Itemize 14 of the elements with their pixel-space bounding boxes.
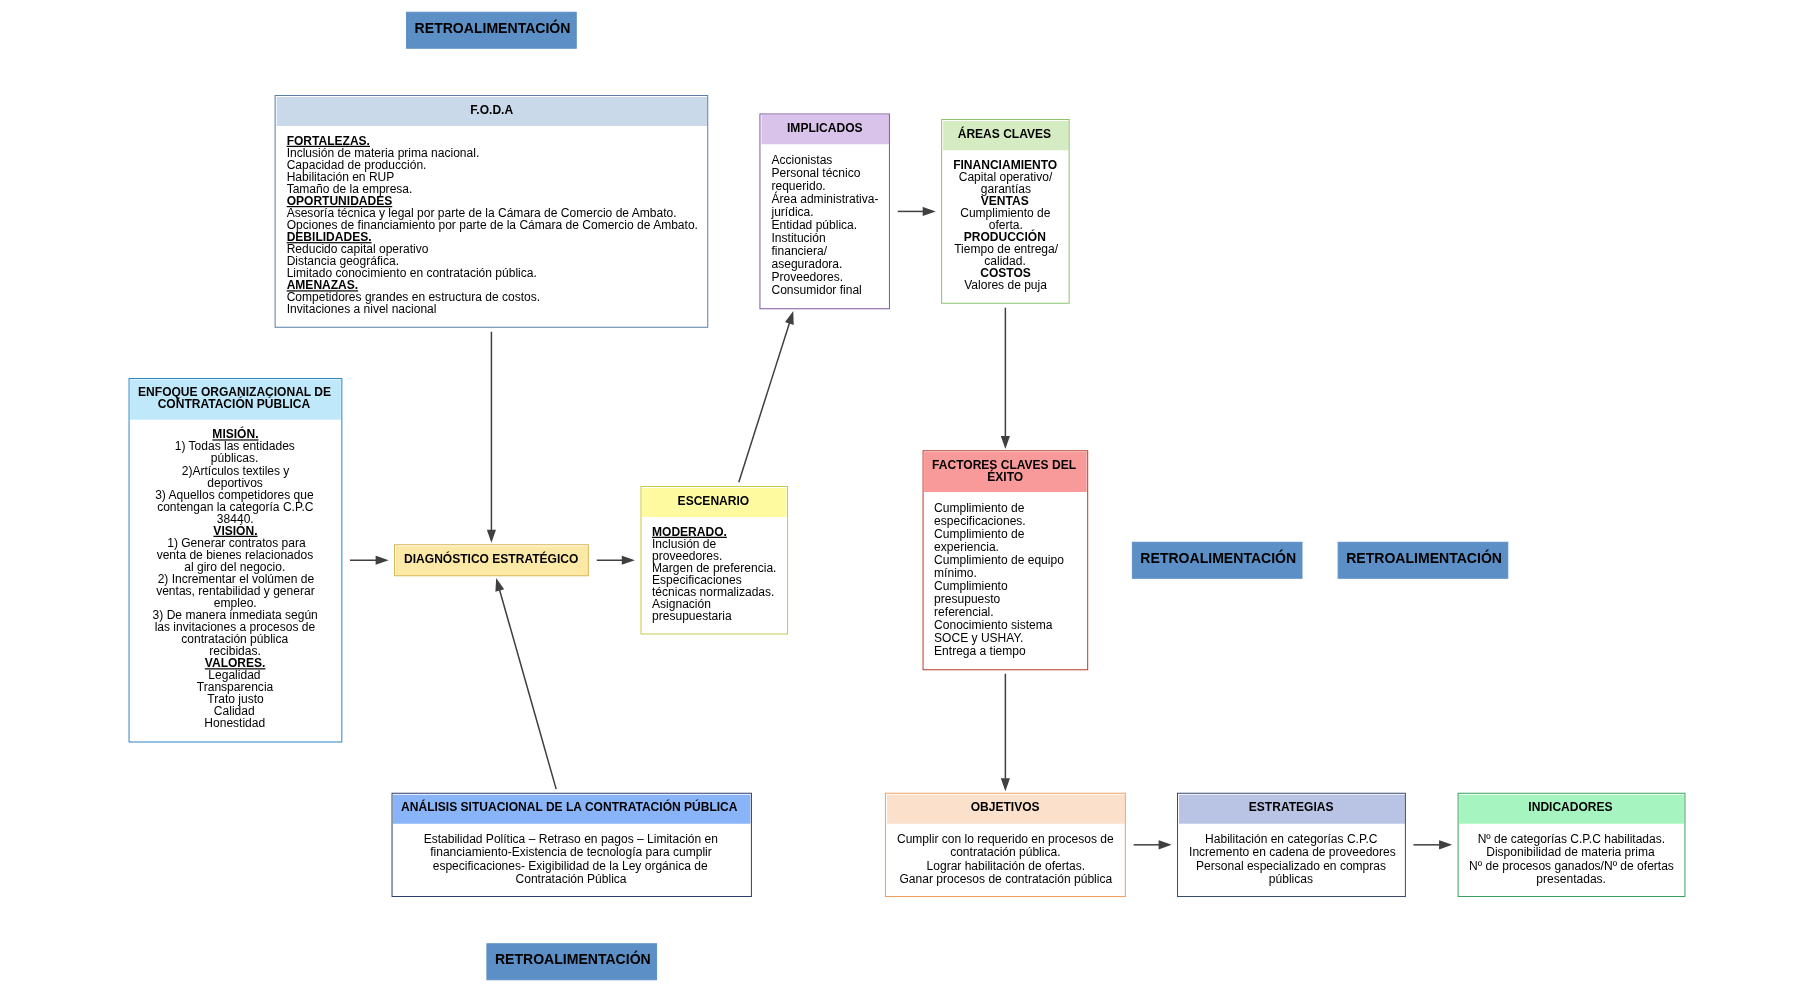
arrow xyxy=(486,331,496,543)
arrow xyxy=(596,555,635,565)
arrow xyxy=(896,206,936,216)
label: RETROALIMENTACIÓN xyxy=(414,19,571,36)
label: RETROALIMENTACIÓN xyxy=(1346,549,1502,566)
arrow xyxy=(1132,840,1172,850)
arrow xyxy=(1412,840,1453,850)
arrow xyxy=(1000,673,1010,792)
arrow xyxy=(495,578,557,790)
label: RETROALIMENTACIÓN xyxy=(1140,549,1297,566)
arrow xyxy=(1000,306,1010,449)
label: RETROALIMENTACIÓN xyxy=(494,951,651,968)
arrow xyxy=(738,311,794,483)
arrow xyxy=(349,555,389,565)
